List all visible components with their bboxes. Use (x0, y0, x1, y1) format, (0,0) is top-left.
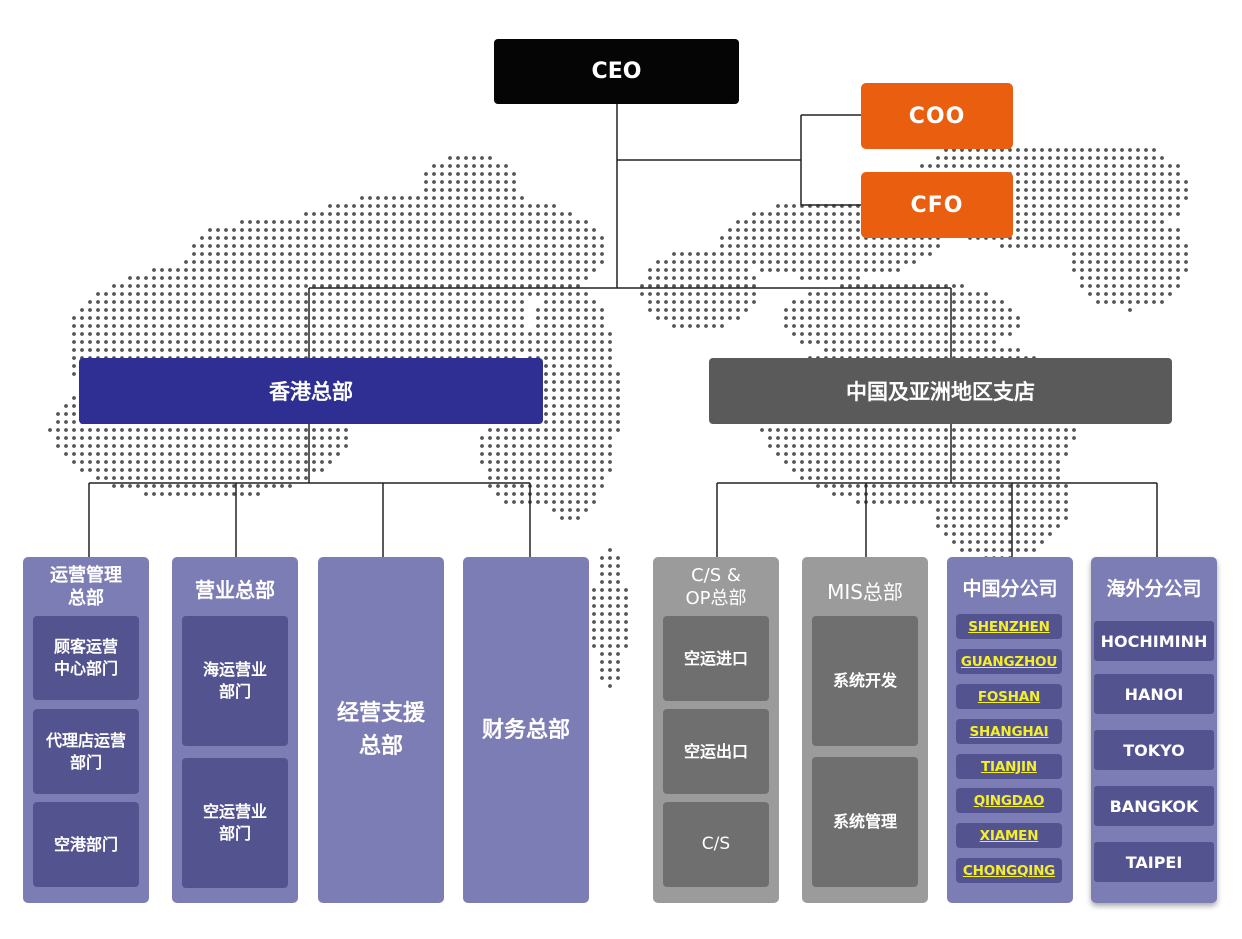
china-branch-title: 中国分公司 (962, 578, 1058, 600)
overseas-branch-title: 海外分公司 (1106, 578, 1202, 600)
mis-hq-title: MIS总部 (827, 580, 903, 604)
business-support-column: 经营支援 总部 (318, 557, 444, 903)
business-support-title: 经营支援 总部 (336, 701, 425, 759)
overseas-city-item: BANGKOK (1094, 786, 1214, 826)
city-link[interactable]: XIAMEN (956, 823, 1062, 848)
air-freight-sales-dept: 空运营业 部门 (182, 758, 288, 888)
city-link[interactable]: SHENZHEN (956, 614, 1062, 639)
coo-box: COO (861, 83, 1013, 149)
cs-op-hq-title: C/S & OP总部 (685, 565, 747, 609)
overseas-city-item: TAIPEI (1094, 842, 1214, 882)
city-link[interactable]: TIANJIN (956, 754, 1062, 779)
city-link[interactable]: QINGDAO (956, 788, 1062, 813)
city-link[interactable]: GUANGZHOU (956, 649, 1062, 674)
ops-management-column: 运营管理 总部 顾客运营 中心部门 代理店运营 部门 空港部门 (23, 557, 149, 903)
ceo-box: CEO (494, 39, 739, 104)
city-link[interactable]: CHONGQING (956, 858, 1062, 883)
sea-freight-sales-dept: 海运营业 部门 (182, 616, 288, 746)
system-management-dept: 系统管理 (812, 757, 918, 887)
mis-hq-column: MIS总部 系统开发 系统管理 (802, 557, 928, 903)
finance-hq-column: 财务总部 (463, 557, 589, 903)
sales-hq-title: 营业总部 (195, 578, 275, 602)
hk-headquarters-box: 香港总部 (79, 358, 543, 424)
cfo-box: CFO (861, 172, 1013, 238)
air-export-dept: 空运出口 (663, 709, 769, 794)
overseas-city-item: TOKYO (1094, 730, 1214, 770)
china-asia-branches-box: 中国及亚洲地区支店 (709, 358, 1172, 424)
cs-dept: C/S (663, 802, 769, 887)
overseas-city-item: HANOI (1094, 674, 1214, 714)
china-branch-column: 中国分公司 SHENZHEN GUANGZHOU FOSHAN SHANGHAI… (947, 557, 1073, 903)
city-link[interactable]: SHANGHAI (956, 719, 1062, 744)
overseas-city-item: HOCHIMINH (1094, 621, 1214, 661)
cs-op-hq-column: C/S & OP总部 空运进口 空运出口 C/S (653, 557, 779, 903)
airport-dept: 空港部门 (33, 802, 139, 887)
finance-hq-title: 财务总部 (481, 717, 570, 743)
city-link[interactable]: FOSHAN (956, 684, 1062, 709)
system-development-dept: 系统开发 (812, 616, 918, 746)
sales-hq-column: 营业总部 海运营业 部门 空运营业 部门 (172, 557, 298, 903)
ops-management-title: 运营管理 总部 (50, 565, 122, 609)
customer-ops-center-dept: 顾客运营 中心部门 (33, 616, 139, 700)
air-import-dept: 空运进口 (663, 616, 769, 701)
overseas-branch-column: 海外分公司 HOCHIMINH HANOI TOKYO BANGKOK TAIP… (1091, 557, 1217, 903)
agency-ops-dept: 代理店运营 部门 (33, 709, 139, 794)
